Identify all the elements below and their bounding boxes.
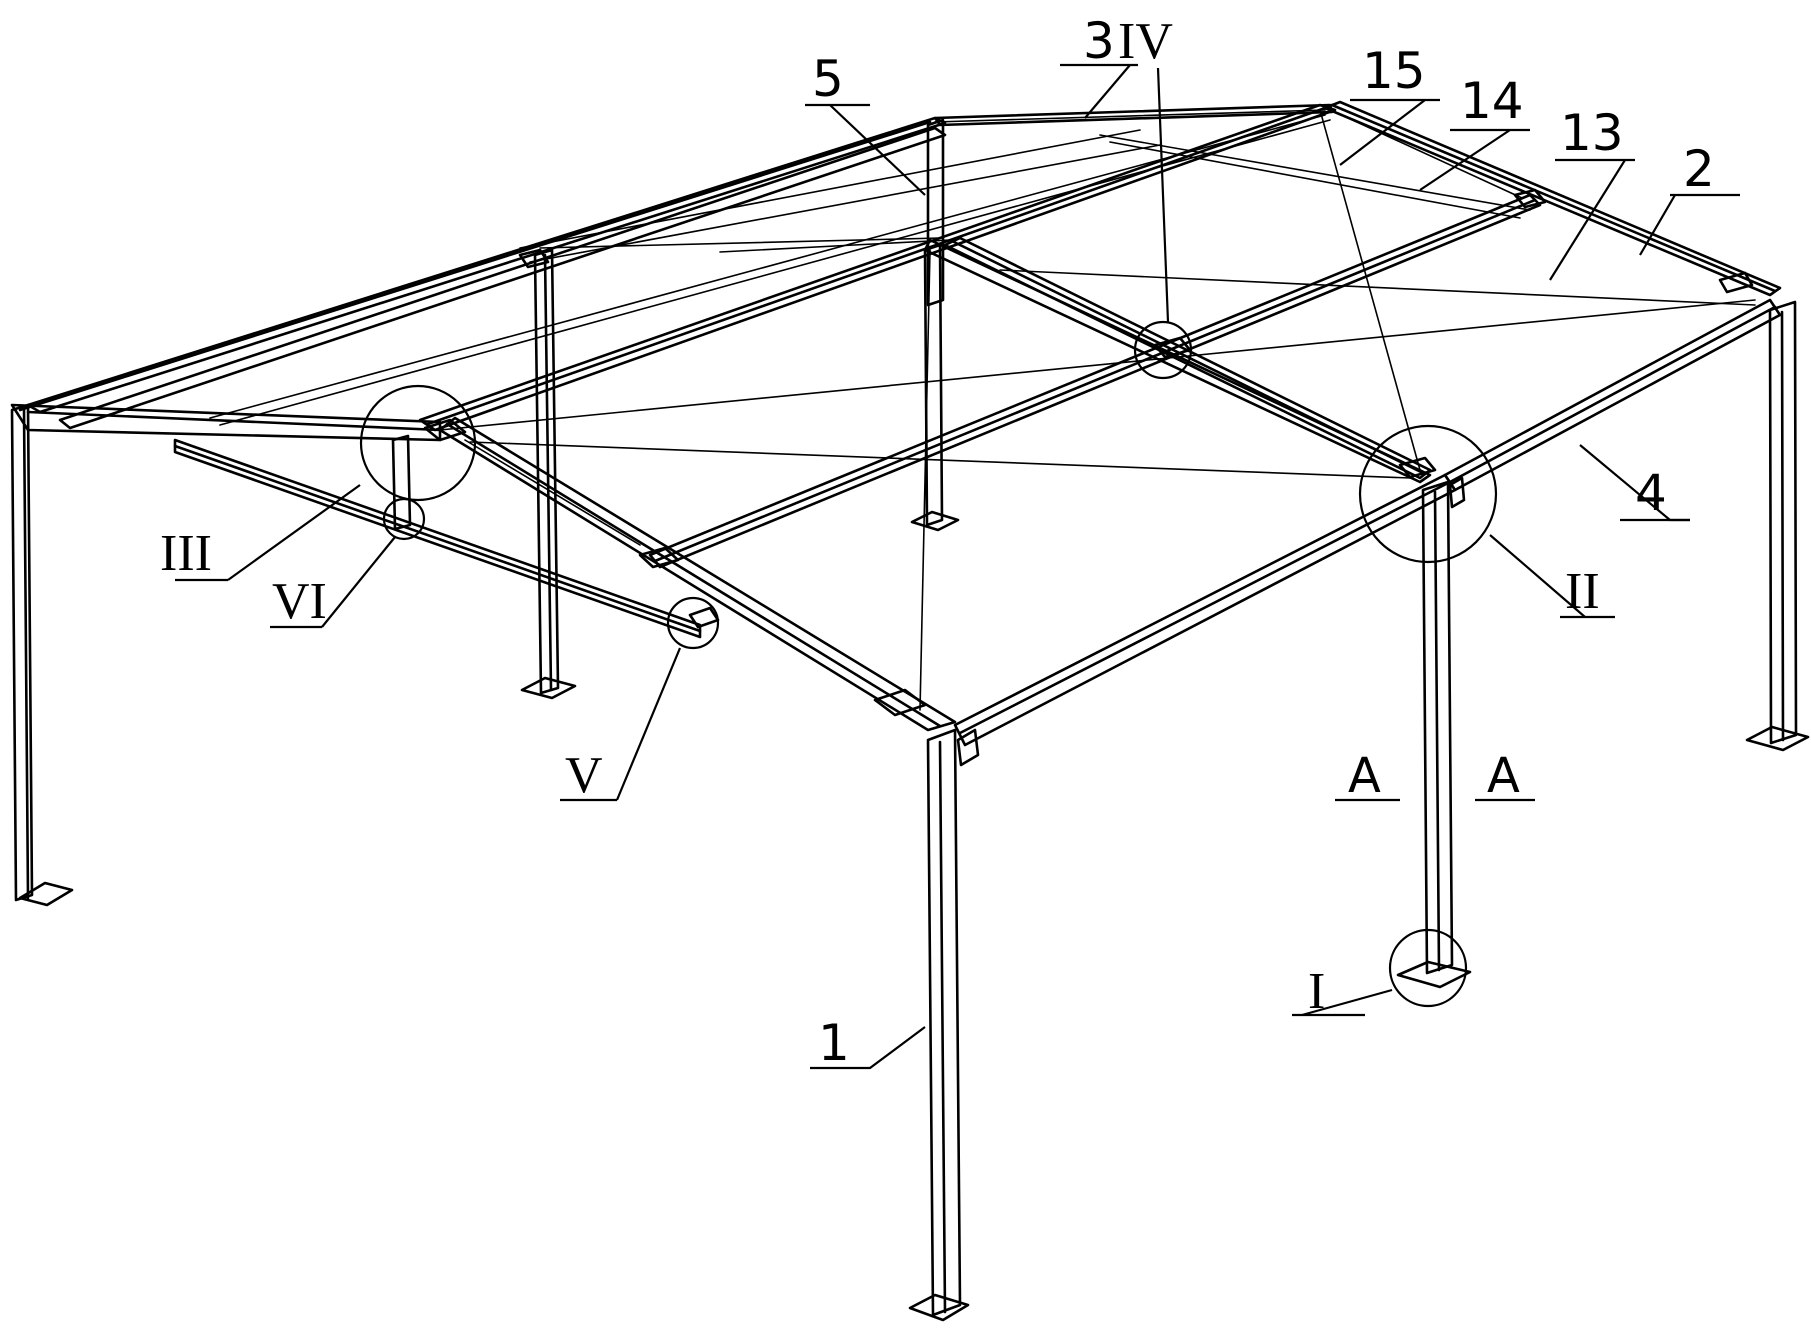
detail-circle-V xyxy=(666,596,720,650)
label-part-2: 2 xyxy=(1683,140,1715,198)
detail-view-labels: I II III IV V VI xyxy=(160,13,1600,1020)
label-part-15: 15 xyxy=(1362,42,1426,100)
label-detail-III: III xyxy=(160,525,212,582)
ridge-beam-front xyxy=(418,103,1337,432)
label-detail-II: II xyxy=(1565,563,1600,620)
ridge-beam-top xyxy=(18,103,1334,430)
column-center xyxy=(910,243,960,532)
detail-markers xyxy=(359,320,1498,1008)
leader-13 xyxy=(1549,159,1626,281)
bracing-rods xyxy=(439,109,1756,711)
leader-II xyxy=(1489,534,1586,618)
part-number-labels: 1 2 3 4 5 13 14 15 xyxy=(812,12,1715,1072)
leader-3 xyxy=(1084,64,1131,119)
leader-5 xyxy=(829,104,926,196)
detail-circle-I xyxy=(1388,928,1468,1008)
post-short-gable xyxy=(391,434,412,531)
rafter-back-right xyxy=(1323,100,1782,297)
leader-14 xyxy=(1419,129,1511,191)
eave-beam-right xyxy=(1443,298,1782,492)
column-left xyxy=(10,403,74,907)
section-labels: A A xyxy=(1348,748,1520,804)
detail-circle-II xyxy=(1358,424,1498,564)
label-detail-V: V xyxy=(565,747,603,804)
label-detail-VI: VI xyxy=(272,573,327,630)
leader-I xyxy=(1301,988,1393,1017)
leader-V xyxy=(615,647,682,801)
purlins xyxy=(209,109,1531,426)
label-detail-I: I xyxy=(1308,963,1325,1020)
eave-beam-front xyxy=(953,473,1466,767)
joint-plates xyxy=(423,188,1754,717)
label-part-3: 3 xyxy=(1083,12,1115,70)
leader-IV xyxy=(1156,67,1170,323)
detail-circle-III xyxy=(359,384,477,502)
column-front-right xyxy=(1396,480,1472,989)
label-part-13: 13 xyxy=(1560,104,1624,162)
leader-VI xyxy=(321,536,396,628)
leader-2 xyxy=(1639,194,1676,256)
label-part-4: 4 xyxy=(1635,464,1667,522)
gable-strut-left xyxy=(173,438,702,639)
detail-circle-VI xyxy=(382,497,426,541)
label-section-A-left: A xyxy=(1348,748,1381,804)
label-section-A-right: A xyxy=(1487,748,1520,804)
column-front-left xyxy=(908,728,970,1322)
column-back-right xyxy=(1745,300,1810,752)
tie-beam-middle xyxy=(648,193,1542,569)
label-part-1: 1 xyxy=(818,1014,850,1072)
detail-circle-IV xyxy=(1133,320,1193,380)
label-part-5: 5 xyxy=(812,50,844,108)
label-detail-IV: IV xyxy=(1118,13,1173,70)
leader-lines xyxy=(175,63,1740,1070)
leader-1 xyxy=(810,1026,926,1070)
rafter-left-inner xyxy=(923,238,1432,484)
leader-15 xyxy=(1339,99,1426,166)
steel-frame xyxy=(10,100,1810,1322)
gable-beam-left xyxy=(10,403,442,442)
leader-III xyxy=(227,484,361,581)
rafter-front-left xyxy=(438,416,957,732)
label-part-14: 14 xyxy=(1460,72,1524,130)
